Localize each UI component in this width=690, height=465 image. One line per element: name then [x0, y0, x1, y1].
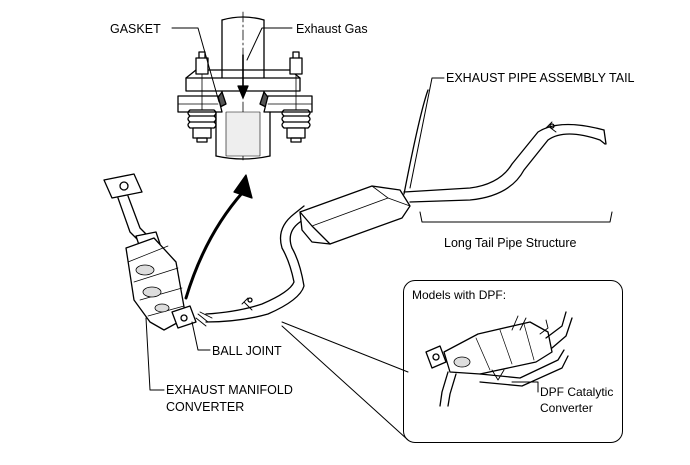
dpf-catalytic-label-line2: Converter	[540, 401, 593, 415]
exhaust-manifold-label-line1: EXHAUST MANIFOLD	[166, 383, 293, 397]
gasket-leader-line	[171, 27, 220, 103]
exhaust-pipe-assembly-tail-label: EXHAUST PIPE ASSEMBLY TAIL	[446, 71, 635, 85]
exhaust-gas-label: Exhaust Gas	[296, 22, 368, 36]
dpf-leader-line	[511, 381, 539, 393]
dpf-inset-panel	[403, 280, 623, 443]
tail-leader-line	[409, 77, 445, 189]
manifold-leader-line	[145, 317, 165, 391]
long-tail-pipe-structure-label: Long Tail Pipe Structure	[444, 236, 577, 250]
exhaust-manifold-label-line2: CONVERTER	[166, 400, 245, 414]
exhaust-gas-flow-arrow	[237, 54, 249, 99]
exhaust-muffler	[299, 185, 411, 245]
dpf-converter-illustration	[425, 311, 573, 407]
tail-pipe	[403, 89, 607, 203]
ball-joint-label: BALL JOINT	[212, 344, 282, 358]
ball-joint-leader-line	[191, 321, 211, 351]
detail-reference-arrow	[184, 174, 253, 300]
inset-callout-lines	[281, 321, 409, 441]
exhaust-manifold-converter	[103, 173, 197, 331]
exhaust-gas-leader-line	[246, 27, 293, 61]
center-pipe	[195, 205, 311, 327]
long-tail-pipe-bracket	[419, 211, 613, 223]
gasket-label: GASKET	[110, 22, 161, 36]
dpf-catalytic-label-line1: DPF Catalytic	[540, 385, 614, 399]
models-with-dpf-label: Models with DPF:	[412, 288, 507, 302]
